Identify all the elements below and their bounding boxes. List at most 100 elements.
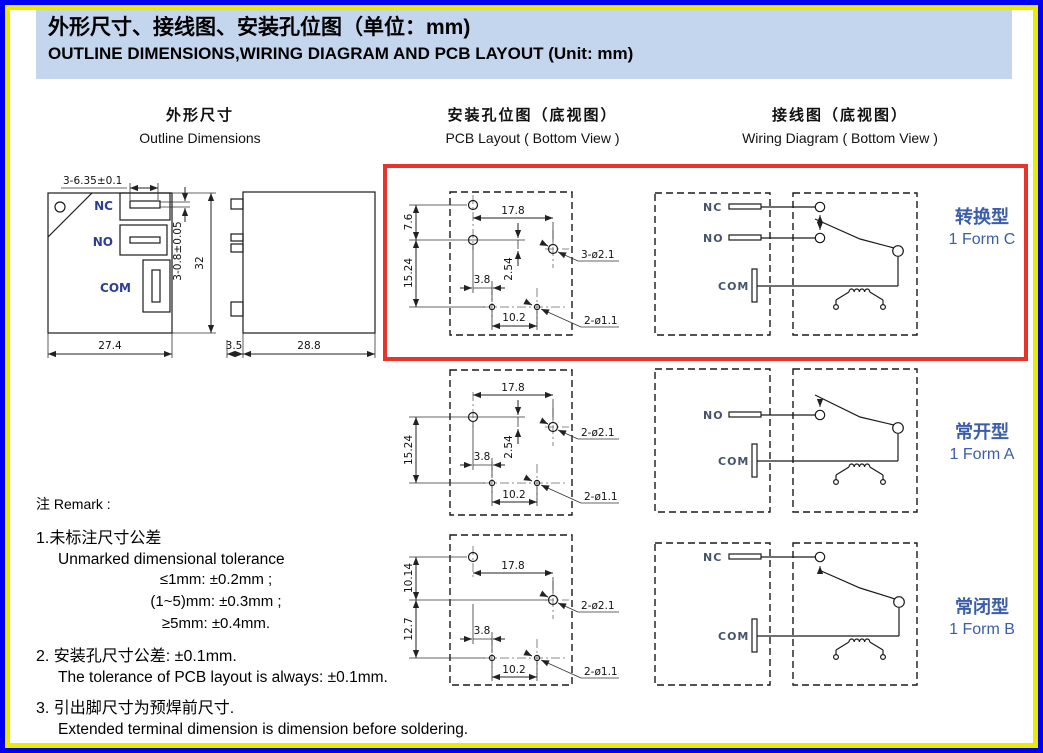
com-terminal-slot xyxy=(151,269,161,303)
dim-bottom: 10.2 xyxy=(502,489,525,501)
no-terminal-slot xyxy=(129,236,161,244)
terminal-label-com: COM xyxy=(718,280,749,293)
remark-section: 注 Remark : 1.未标注尺寸公差 Unmarked dimensiona… xyxy=(36,494,536,739)
column-header-pcb-en: PCB Layout ( Bottom View ) xyxy=(445,130,620,146)
column-header-pcb-zh: 安装孔位图（底视图） xyxy=(447,107,618,124)
pcb-outline-dashed xyxy=(449,534,573,686)
no-contact xyxy=(814,232,826,244)
terminal-box-dashed xyxy=(654,192,771,336)
terminal-label-no: NO xyxy=(703,232,724,245)
terminal-label-nc: NC xyxy=(703,201,722,214)
terminal-box-dashed xyxy=(654,542,771,686)
relay-bottom-view-body xyxy=(47,192,173,334)
column-header-outline-zh: 外形尺寸 xyxy=(165,107,234,124)
pcb-layout-1-svg: 7.6 15.24 17.8 3.8 2.54 10.2 3-ø2.1 2-ø1… xyxy=(403,191,619,336)
hole-small xyxy=(488,303,496,311)
wiring-diagram-3-svg: NC COM xyxy=(654,542,918,686)
form-type-label-c: 转换型 1 Form C xyxy=(928,205,1036,251)
nc-terminal-bar xyxy=(728,553,762,560)
hole-small xyxy=(533,303,541,311)
terminal-label-nc: NC xyxy=(703,551,722,564)
hole-small xyxy=(533,654,541,662)
form-type-en: 1 Form A xyxy=(949,446,1015,463)
pcb-outline-dashed xyxy=(449,369,573,516)
terminal-box-dashed xyxy=(654,368,771,513)
com-terminal-bar xyxy=(751,268,758,303)
form-type-zh: 转换型 xyxy=(955,207,1009,227)
dim-standoff: 3.5 xyxy=(226,340,243,352)
contact-box-dashed xyxy=(792,192,918,336)
wiring-diagram-2-svg: NO COM xyxy=(654,368,918,513)
form-type-label-a: 常开型 1 Form A xyxy=(928,420,1036,466)
column-header-outline-en: Outline Dimensions xyxy=(139,130,261,146)
contact-box-dashed xyxy=(792,542,918,686)
outline-drawing-svg: NC NO COM 3-6.35±0.1 3-0.8±0.05 32 27.4 xyxy=(47,175,376,358)
hole-small xyxy=(533,479,541,487)
remark-item3-en: Extended terminal dimension is dimension… xyxy=(58,721,469,738)
dim-width: 27.4 xyxy=(98,340,122,352)
dim-bottom: 10.2 xyxy=(502,664,525,676)
column-header-wiring: 接线图（底视图） Wiring Diagram ( Bottom View ) xyxy=(700,104,980,148)
form-type-zh: 常闭型 xyxy=(955,597,1009,617)
small-holes-callout: 2-ø1.1 xyxy=(584,315,618,327)
dim-left-upper: 10.14 xyxy=(403,563,415,593)
com-terminal-bar xyxy=(751,618,758,653)
nc-label: NC xyxy=(94,199,113,213)
com-terminal-bar xyxy=(751,443,758,478)
page-title-zh: 外形尺寸、接线图、安装孔位图（单位：mm) xyxy=(48,16,471,39)
hole-big xyxy=(467,551,479,563)
nc-contact xyxy=(814,551,826,563)
remark-item1-zh: 1.未标注尺寸公差 xyxy=(36,530,162,547)
remark-title: 注 Remark : xyxy=(36,496,111,512)
tolerance-line-3: ≥5mm: ±0.4mm. xyxy=(161,615,271,632)
hole-small xyxy=(488,654,496,662)
terminal-label-com: COM xyxy=(718,630,749,643)
dim-left-lower: 15.24 xyxy=(403,435,415,465)
form-type-zh: 常开型 xyxy=(955,422,1009,442)
nc-contact xyxy=(814,201,826,213)
remark-item1-en: Unmarked dimensional tolerance xyxy=(58,551,285,568)
remark-item3-zh: 3. 引出脚尺寸为预焊前尺寸. xyxy=(36,700,235,717)
dim-top: 17.8 xyxy=(501,560,524,572)
dim-offset: 3.8 xyxy=(474,451,491,463)
tolerance-line-2: (1~5)mm: ±0.3mm ; xyxy=(150,593,282,610)
common-contact xyxy=(892,422,904,434)
small-holes-callout: 2-ø1.1 xyxy=(584,666,618,678)
terminal-label-no: NO xyxy=(703,409,724,422)
wiring-diagram-1-svg: NC NO COM xyxy=(654,192,918,336)
coil-symbol xyxy=(833,288,887,310)
big-holes-callout: 2-ø2.1 xyxy=(581,427,615,439)
contact-box-dashed xyxy=(792,368,918,513)
dim-left-lower: 15.24 xyxy=(403,258,415,288)
dim-height: 32 xyxy=(194,256,206,269)
no-contact xyxy=(814,409,826,421)
hole-big xyxy=(547,421,559,433)
form-type-label-b: 常闭型 1 Form B xyxy=(928,595,1036,641)
column-header-wiring-en: Wiring Diagram ( Bottom View ) xyxy=(742,130,938,146)
pcb-layout-3-svg: 10.14 12.7 17.8 3.8 10.2 2-ø2.1 2-ø1.1 xyxy=(403,534,619,686)
pcb-layout-2-svg: 15.24 17.8 3.8 2.54 10.2 2-ø2.1 2-ø1.1 xyxy=(403,369,619,516)
no-label: NO xyxy=(93,235,113,249)
hole-big xyxy=(547,594,559,606)
hole-big xyxy=(467,199,479,211)
big-holes-callout: 2-ø2.1 xyxy=(581,600,615,612)
dim-bottom: 10.2 xyxy=(502,312,525,324)
column-header-outline: 外形尺寸 Outline Dimensions xyxy=(75,104,325,148)
column-header-wiring-zh: 接线图（底视图） xyxy=(771,107,908,124)
form-type-en: 1 Form B xyxy=(949,621,1015,638)
remark-item2-en: The tolerance of PCB layout is always: ±… xyxy=(58,669,388,686)
dim-pitch: 2.54 xyxy=(503,435,515,459)
column-header-pcb: 安装孔位图（底视图） PCB Layout ( Bottom View ) xyxy=(405,104,660,148)
switch-arm-closed xyxy=(818,569,896,600)
dim-slot-width: 3-6.35±0.1 xyxy=(63,175,122,187)
remark-item2-zh: 2. 安装孔尺寸公差: ±0.1mm. xyxy=(36,648,237,665)
terminal-label-com: COM xyxy=(718,455,749,468)
tolerance-line-1: ≤1mm: ±0.2mm ; xyxy=(159,571,273,588)
form-type-en: 1 Form C xyxy=(948,231,1016,248)
orientation-mark xyxy=(54,201,66,213)
page-header: 外形尺寸、接线图、安装孔位图（单位：mm) OUTLINE DIMENSIONS… xyxy=(36,10,1012,79)
dim-top: 17.8 xyxy=(501,205,524,217)
coil-symbol xyxy=(833,638,887,660)
no-terminal-bar xyxy=(728,411,762,418)
